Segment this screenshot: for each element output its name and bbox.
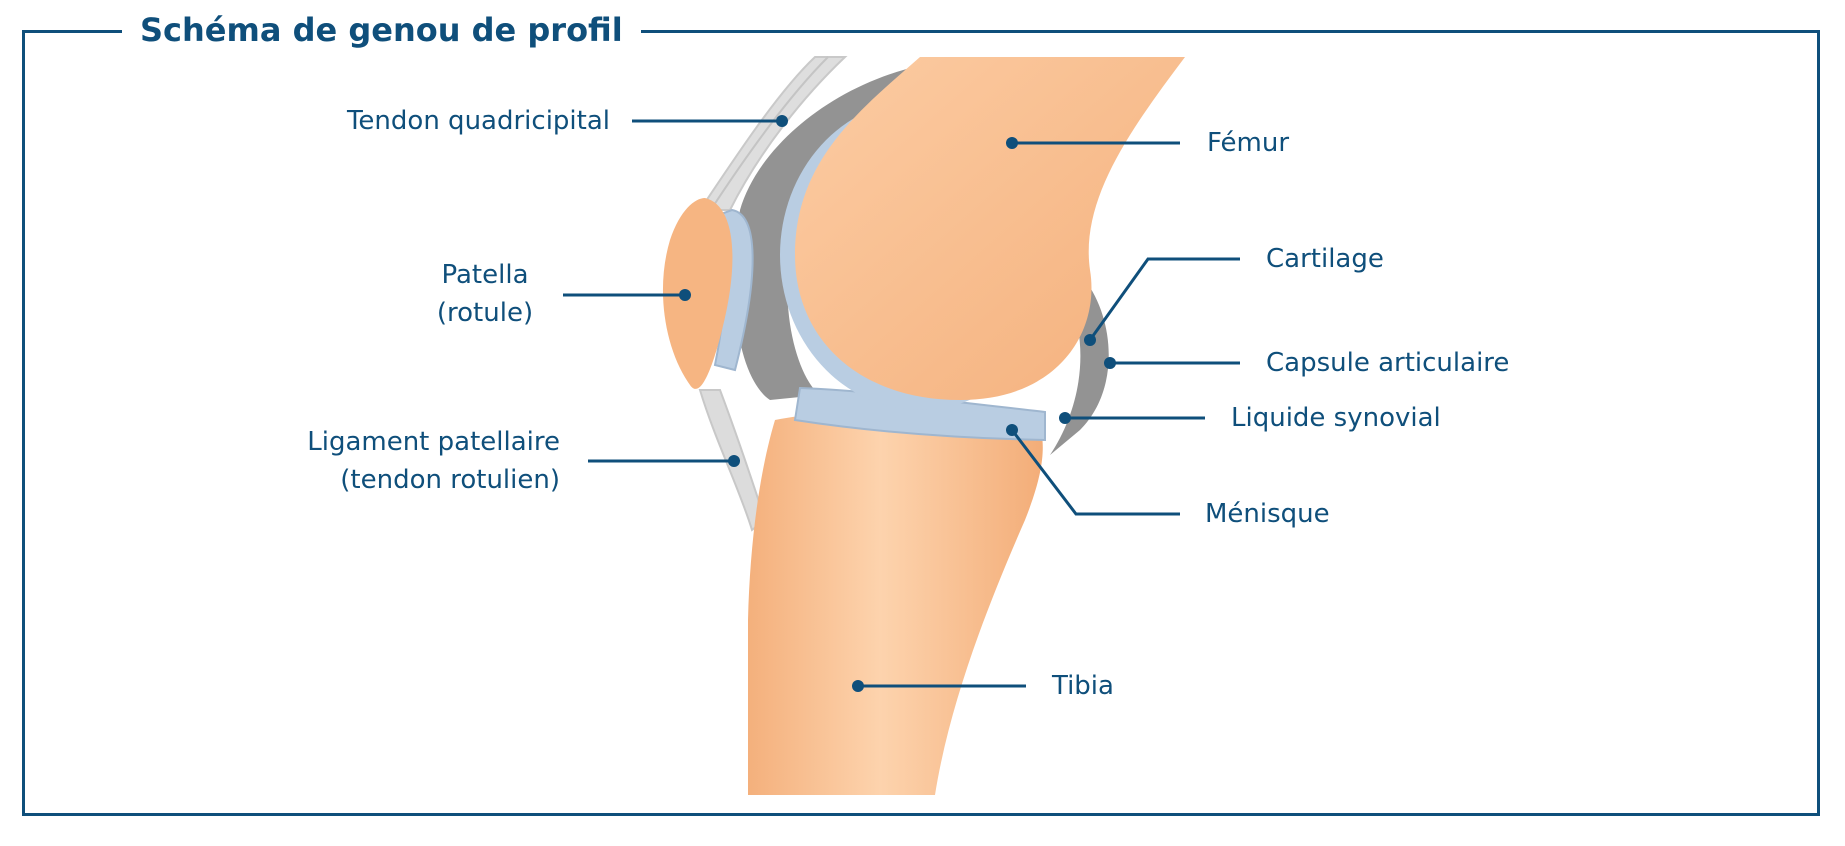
label-patellar-ligament-line2: (tendon rotulien) — [340, 465, 560, 495]
dot-synovial-fluid — [1059, 412, 1071, 424]
leader-meniscus — [1010, 429, 1180, 516]
diagram-title: Schéma de genou de profil — [122, 8, 641, 52]
label-tibia: Tibia — [1052, 671, 1114, 701]
dot-patellar-ligament — [728, 455, 740, 467]
dot-joint-capsule — [1104, 357, 1116, 369]
label-quadriceps-tendon: Tendon quadricipital — [346, 106, 610, 136]
label-patellar-ligament-line1: Ligament patellaire — [307, 427, 560, 457]
joint-capsule-shape — [734, 60, 1000, 400]
leader-lines — [563, 119, 1240, 688]
leader-dots — [679, 115, 1116, 692]
tibia-shape — [748, 410, 1043, 795]
dot-quadriceps-tendon — [776, 115, 788, 127]
dot-femur — [1006, 137, 1018, 149]
dot-cartilage — [1084, 334, 1096, 346]
quadriceps-tendon-shape — [698, 56, 848, 211]
label-cartilage: Cartilage — [1266, 244, 1384, 274]
patella-shape — [662, 198, 733, 389]
leader-cartilage — [1088, 257, 1240, 341]
label-patella: Patella (rotule) — [400, 256, 570, 332]
dot-patella — [679, 289, 691, 301]
posterior-capsule-shape — [1050, 280, 1109, 455]
label-synovial-fluid: Liquide synovial — [1231, 403, 1441, 433]
diagram-frame — [22, 30, 1820, 816]
label-meniscus: Ménisque — [1205, 499, 1330, 529]
dot-tibia — [852, 680, 864, 692]
label-joint-capsule: Capsule articulaire — [1266, 348, 1510, 378]
label-patella-line1: Patella — [441, 260, 529, 290]
dot-meniscus — [1006, 424, 1018, 436]
label-femur: Fémur — [1207, 128, 1290, 158]
label-patellar-ligament: Ligament patellaire (tendon rotulien) — [230, 423, 560, 499]
label-patella-line2: (rotule) — [436, 298, 534, 328]
